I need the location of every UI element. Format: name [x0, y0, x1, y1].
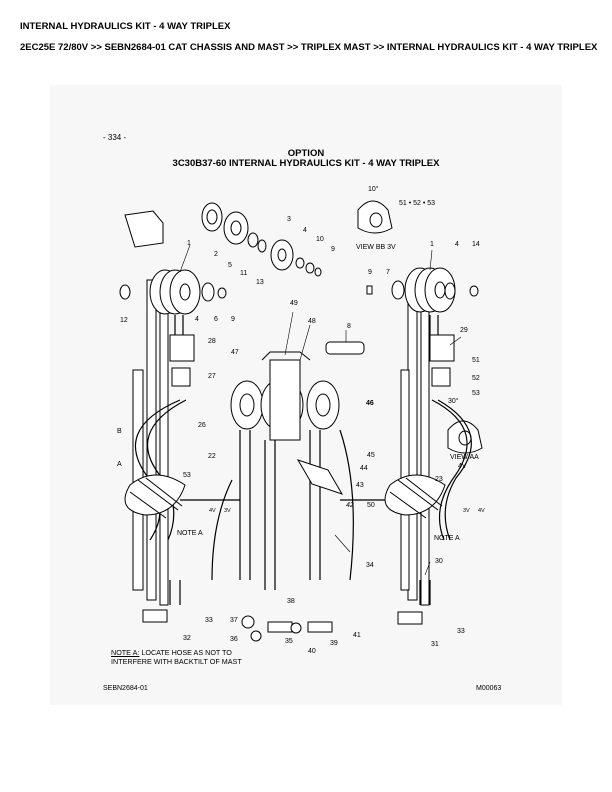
callout-34: 34	[366, 562, 374, 569]
callout-51: 51	[472, 357, 480, 364]
view-aa-sub-label: 4V	[458, 463, 467, 470]
callout-9: 9	[231, 316, 235, 323]
callout-41: 41	[353, 632, 361, 639]
label-4v-right: 4V	[478, 508, 485, 514]
label-3v-left: 3V	[224, 508, 231, 514]
breadcrumb[interactable]: 2EC25E 72/80V >> SEBN2684-01 CAT CHASSIS…	[20, 42, 598, 53]
callout-35: 35	[285, 638, 293, 645]
callout-14: 14	[472, 241, 480, 248]
callout-10: 10	[316, 236, 324, 243]
bottom-fittings	[142, 609, 423, 642]
view-aa-label: VIEW AA	[450, 454, 479, 461]
callout-52: 52	[472, 375, 480, 382]
callout-33: 33	[457, 628, 465, 635]
label-4v-left: 4V	[209, 508, 216, 514]
right-mast-uprights	[400, 279, 430, 606]
callout-46: 46	[366, 400, 374, 407]
callout-5: 5	[228, 262, 232, 269]
carriage-sheaves	[230, 351, 340, 441]
callout-44: 44	[360, 465, 368, 472]
callout-45: 45	[367, 452, 375, 459]
callout-50: 50	[367, 502, 375, 509]
left-mast-uprights	[132, 279, 169, 606]
callout-13: 13	[256, 279, 264, 286]
figure-code: M00063	[476, 685, 502, 692]
hydraulic-cylinder	[325, 341, 365, 355]
callout-6: 6	[214, 316, 218, 323]
section-a-label: A	[117, 461, 122, 468]
callout-38: 38	[287, 598, 295, 605]
callout-8: 8	[347, 323, 351, 330]
callout-37: 37	[230, 617, 238, 624]
callout-23: 23	[435, 476, 443, 483]
note-line-1: LOCATE HOSE AS NOT TO	[141, 648, 232, 657]
manifold-plates	[169, 334, 455, 495]
callout-49: 49	[290, 300, 298, 307]
angle-10-label: 10°	[368, 186, 379, 193]
callout-31: 31	[431, 641, 439, 648]
note-a-hose-bundles	[124, 474, 446, 519]
callout-40: 40	[308, 648, 316, 655]
callout-22: 22	[208, 453, 216, 460]
right-sheave-pack	[366, 267, 479, 313]
callout-39: 39	[330, 640, 338, 647]
callout-4: 4	[303, 227, 307, 234]
callout-29: 29	[460, 327, 468, 334]
view-details	[357, 200, 483, 454]
callout-27: 27	[208, 373, 216, 380]
angle-30-label: 30°	[448, 398, 459, 405]
note-a-left: NOTE A	[177, 530, 203, 537]
callout-32: 32	[183, 635, 191, 642]
callout-33: 33	[205, 617, 213, 624]
page-title: INTERNAL HYDRAULICS KIT - 4 WAY TRIPLEX	[20, 21, 231, 32]
callout-51-52-53: 51 • 52 • 53	[399, 200, 436, 207]
callout-2: 2	[214, 251, 218, 258]
callout-1: 1	[187, 240, 191, 247]
callout-53: 53	[472, 390, 480, 397]
kit-title: 3C30B37-60 INTERNAL HYDRAULICS KIT - 4 W…	[172, 158, 440, 169]
pulley-exploded-parts	[124, 202, 322, 277]
view-bb-label: VIEW BB 3V	[356, 244, 396, 251]
callout-12: 12	[120, 317, 128, 324]
callout-3: 3	[287, 216, 291, 223]
callout-4: 4	[455, 241, 459, 248]
callout-9: 9	[331, 246, 335, 253]
callout-4: 4	[195, 316, 199, 323]
left-sheave-pack	[119, 269, 227, 315]
callout-43: 43	[356, 482, 364, 489]
callout-36: 36	[230, 636, 238, 643]
leader-lines	[179, 244, 462, 576]
label-3v-right: 3V	[463, 508, 470, 514]
callout-9: 9	[368, 269, 372, 276]
section-b-label: B	[117, 428, 122, 435]
callout-7: 7	[386, 269, 390, 276]
callout-1: 1	[430, 241, 434, 248]
note-a-text: NOTE A: LOCATE HOSE AS NOT TO INTERFERE …	[111, 648, 242, 666]
callout-53: 53	[183, 472, 191, 479]
callout-28: 28	[208, 338, 216, 345]
callout-26: 26	[198, 422, 206, 429]
callout-47: 47	[231, 349, 239, 356]
doc-code: SEBN2684-01	[103, 685, 148, 692]
callout-48: 48	[308, 318, 316, 325]
note-a-right: NOTE A	[434, 535, 460, 542]
callout-30: 30	[435, 558, 443, 565]
option-label: OPTION	[287, 148, 325, 159]
page-number: - 334 -	[103, 133, 127, 142]
note-line-2: INTERFERE WITH BACKTILT OF MAST	[111, 657, 242, 666]
callout-42: 42	[346, 502, 354, 509]
note-prefix: NOTE A:	[111, 648, 140, 657]
callout-11: 11	[240, 270, 248, 277]
